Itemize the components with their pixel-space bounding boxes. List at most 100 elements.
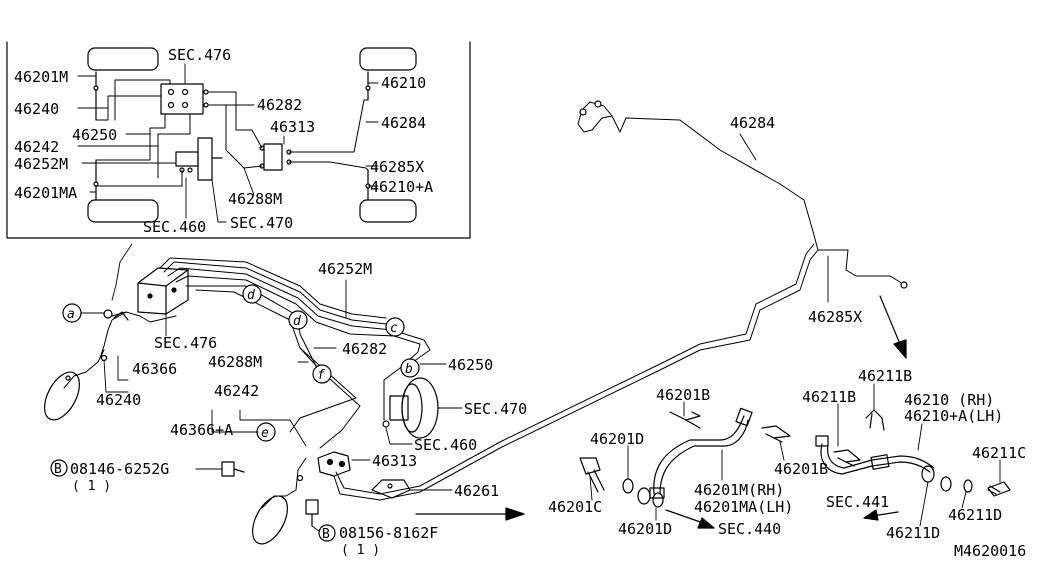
arrow-head	[697, 517, 715, 529]
rear-left-disc	[252, 495, 288, 545]
arrow-head	[893, 339, 907, 359]
label-46201d-bottom: 46201D	[618, 520, 672, 538]
label-bolt-2-code: 08156-8162F	[339, 524, 438, 542]
label-46250: 46250	[72, 126, 117, 144]
leader	[211, 179, 227, 223]
leader	[739, 133, 757, 161]
bolt-shank	[989, 485, 1001, 493]
circle-a-text: a	[67, 307, 75, 322]
leader	[117, 355, 129, 381]
tube-46288m	[207, 104, 263, 169]
hose-fitting	[93, 181, 99, 187]
clip-46211b-left	[833, 449, 861, 463]
circle-f-text: f	[317, 368, 325, 383]
circle-c	[385, 317, 405, 337]
tube-46284-front	[288, 99, 369, 153]
label-46201c: 46201C	[548, 498, 602, 516]
mc-port	[382, 420, 390, 428]
bolt-1-b-text: B	[54, 462, 62, 477]
tube-46240	[114, 79, 171, 121]
tube-46282	[207, 91, 263, 149]
hose-fitting	[365, 85, 371, 91]
arrow-head	[505, 507, 525, 521]
arrow-to-rear-hose	[879, 295, 901, 345]
label-46211b-left: 46211B	[802, 388, 856, 406]
connector-port	[338, 460, 346, 468]
label-46210a: 46210+A	[370, 178, 433, 196]
label-46282: 46282	[257, 96, 302, 114]
hose-fitting	[93, 85, 99, 91]
label-46210: 46210	[381, 74, 426, 92]
tube-46284-main-lower	[333, 249, 819, 501]
washer-46211d-3	[963, 479, 973, 493]
bolt-2-b-marker	[318, 524, 336, 542]
label-46210a-lh: 46210+A(LH)	[904, 407, 1003, 425]
label-46201b-top: 46201B	[656, 386, 710, 404]
rear-pipe-assembly	[577, 100, 908, 359]
port	[167, 101, 175, 109]
label-46201ma-lh: 46201MA(LH)	[694, 498, 793, 516]
bracket-line	[685, 419, 701, 429]
clip-46201b-right	[761, 425, 791, 439]
washer-46211d-2	[940, 476, 952, 492]
tube-bundle-3	[167, 267, 431, 365]
union-46211d-1	[921, 465, 935, 483]
label-46240-main: 46240	[96, 391, 141, 409]
label-46201d-top: 46201D	[590, 430, 644, 448]
actuator-port	[171, 287, 177, 293]
hose-fitting-left	[815, 435, 829, 447]
circle-d-2-text: d	[293, 314, 301, 329]
actuator-edge	[137, 282, 167, 287]
label-sec460-main: SEC.460	[414, 436, 477, 454]
arrow-head	[863, 509, 879, 521]
circle-f	[312, 364, 332, 384]
label-46288m-main: 46288M	[208, 353, 262, 371]
fitting	[594, 100, 602, 108]
bolt-46201c	[579, 457, 601, 475]
label-46250-main: 46250	[448, 356, 493, 374]
hose-fitting-mid	[870, 454, 890, 470]
bracket-outline	[111, 243, 133, 301]
fitting	[296, 474, 304, 482]
label-sec441: SEC.441	[826, 493, 889, 511]
label-sec460: SEC.460	[143, 218, 206, 236]
port	[259, 145, 265, 151]
overview-inset: SEC.476 46201M 46240 46250 46242 46252M …	[6, 41, 471, 239]
tube-46284-coil	[577, 101, 613, 133]
label-46285x-main: 46285X	[808, 308, 862, 326]
bolt-1-head	[221, 461, 235, 477]
leader	[917, 423, 923, 451]
circle-c-text: c	[390, 321, 398, 336]
bolt-1-shank	[233, 468, 245, 473]
tube-46252m	[95, 169, 183, 187]
clip	[113, 311, 129, 321]
clip-46211b-top	[865, 409, 885, 431]
label-46201m-rh: 46201M(RH)	[694, 481, 784, 499]
clip-46261	[371, 479, 411, 499]
leader	[961, 491, 967, 509]
bolt-2-b-text: B	[322, 527, 330, 542]
label-46240: 46240	[14, 100, 59, 118]
circle-b-text: b	[405, 362, 413, 377]
label-46242-main: 46242	[214, 382, 259, 400]
inset-frame	[6, 41, 471, 239]
tube-46285x	[288, 161, 369, 171]
port	[203, 102, 209, 108]
label-46313: 46313	[270, 118, 315, 136]
label-46201ma: 46201MA	[14, 184, 77, 202]
diagram-code: M4620016	[954, 542, 1026, 560]
abs-actuator-block	[160, 83, 204, 115]
clip-hole	[387, 483, 393, 489]
circle-b	[400, 358, 420, 378]
port	[203, 89, 209, 95]
main-assembly: d d c b f e a	[44, 114, 862, 558]
leader	[919, 481, 929, 527]
leader	[779, 441, 785, 461]
label-bolt-1-qty: ( 1 )	[72, 479, 111, 494]
tube-46250	[95, 113, 166, 161]
wheel-front-right	[359, 47, 417, 71]
hose-joint	[103, 309, 113, 319]
label-46242: 46242	[14, 138, 59, 156]
abs-actuator	[137, 267, 189, 315]
label-46284-main: 46284	[730, 114, 775, 132]
